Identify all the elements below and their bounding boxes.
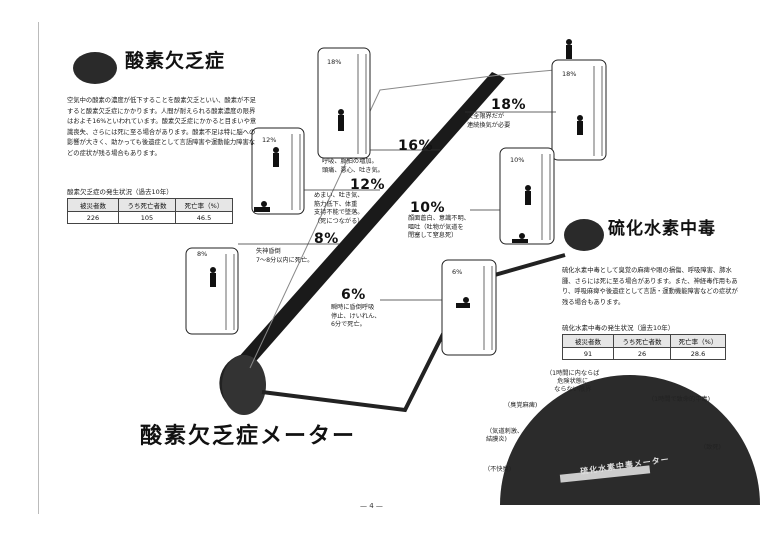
h2s-stats-header: 被災者数 [562,334,614,348]
oxygen-stats-value: 46.5 [175,211,233,224]
h2s-stats-value: 91 [562,347,614,360]
tank-label-8: 8% [197,250,208,258]
oxygen-stats-table: 被災者数 うち死亡者数 死亡率（%） 226 105 46.5 [67,198,233,224]
dial-label-safe-limit: （1時間に内ならば 危険状態に ならない限界 [546,370,600,393]
h2s-stats-header: うち死亡者数 [613,334,671,348]
level-18-note: 安全限界だが 連続換気が必要 [467,113,511,129]
tank-18 [551,59,607,161]
oxygen-title: 酸素欠乏症 [125,50,226,72]
h2s-paragraph: 硫化水素中毒として臭覚の麻痺や眼の損傷、呼吸障害、肺水腫、さらには死に至る場合が… [562,267,738,306]
h2s-leaf-icon [564,219,604,251]
level-10-note: 顔面蒼白、意識不明、 嘔吐（吐物が気道を 閉塞して窒息死） [408,215,470,239]
level-12-label: 12% [350,177,386,193]
meter-outline-inner [249,69,556,369]
tank-label-18: 18% [562,70,577,78]
oxygen-stats-header: うち死亡者数 [118,198,176,212]
h2s-stats-table: 被災者数 うち死亡者数 死亡率（%） 91 26 28.6 [562,334,726,360]
meter-outline [261,253,566,413]
tank-8 [185,247,239,335]
level-6-note: 瞬時に昏倒呼吸 停止、けいれん、 6分で死亡。 [331,304,381,328]
level-8-label: 8% [314,231,339,247]
h2s-stats-caption: 硫化水素中毒の発生状況（過去10年） [562,324,675,332]
tank-label-16: 18% [327,58,342,66]
tank-label-12: 12% [262,136,277,144]
level-16-note: 呼吸、脈拍の増加。 頭痛、悪心、吐き気。 [322,158,384,174]
tank-12 [251,127,305,215]
h2s-dial [500,375,760,505]
page-sheet [38,22,739,514]
tank-label-6: 6% [452,268,463,276]
oxygen-stats-value: 105 [118,211,176,224]
oxygen-stats-header: 被災者数 [67,198,119,212]
h2s-title: 硫化水素中毒 [608,219,716,239]
h2s-dial-needle [559,465,651,483]
level-10-label: 10% [410,200,446,216]
h2s-stats-value: 26 [613,347,671,360]
oxygen-paragraph: 空気中の酸素の濃度が低下することを酸素欠乏といい、酸素が不足すると酸素欠乏症にか… [67,97,257,157]
tank-16 [317,47,371,159]
dial-label-fatal: （1時間で致命的中毒) [648,396,711,403]
level-18-label: 18% [491,97,527,113]
level-12-note: めまい、吐き気、 筋力低下、体重 支持不能で墜落。 （死につながる） [314,192,364,225]
meter-needle-bar [236,72,505,368]
h2s-stats-value: 28.6 [670,347,726,360]
page-number: — 4 — [360,502,383,510]
oxygen-stats-header: 死亡率（%） [175,198,233,212]
level-16-label: 16% [398,138,434,154]
dial-label-death: （致死) [700,444,721,451]
level-8-note: 失神昏倒 7〜8分以内に死亡。 [256,248,314,264]
dial-label-irritation: （気道刺激、 結膜炎) [486,428,524,443]
h2s-stats-header: 死亡率（%） [670,334,726,348]
dial-label-smell-paralysis: （臭覚麻痺) [504,402,538,409]
dial-label-unpleasant: （不快臭) [484,466,512,473]
oxygen-stats-value: 226 [67,211,119,224]
tank-label-10: 10% [510,156,525,164]
oxygen-leaf-icon [73,52,117,84]
oxygen-meter-title: 酸素欠乏症メーター [140,424,357,449]
level-6-label: 6% [341,287,366,303]
oxygen-stats-caption: 酸素欠乏症の発生状況（過去10年） [67,188,173,196]
meter-dial [222,355,266,415]
